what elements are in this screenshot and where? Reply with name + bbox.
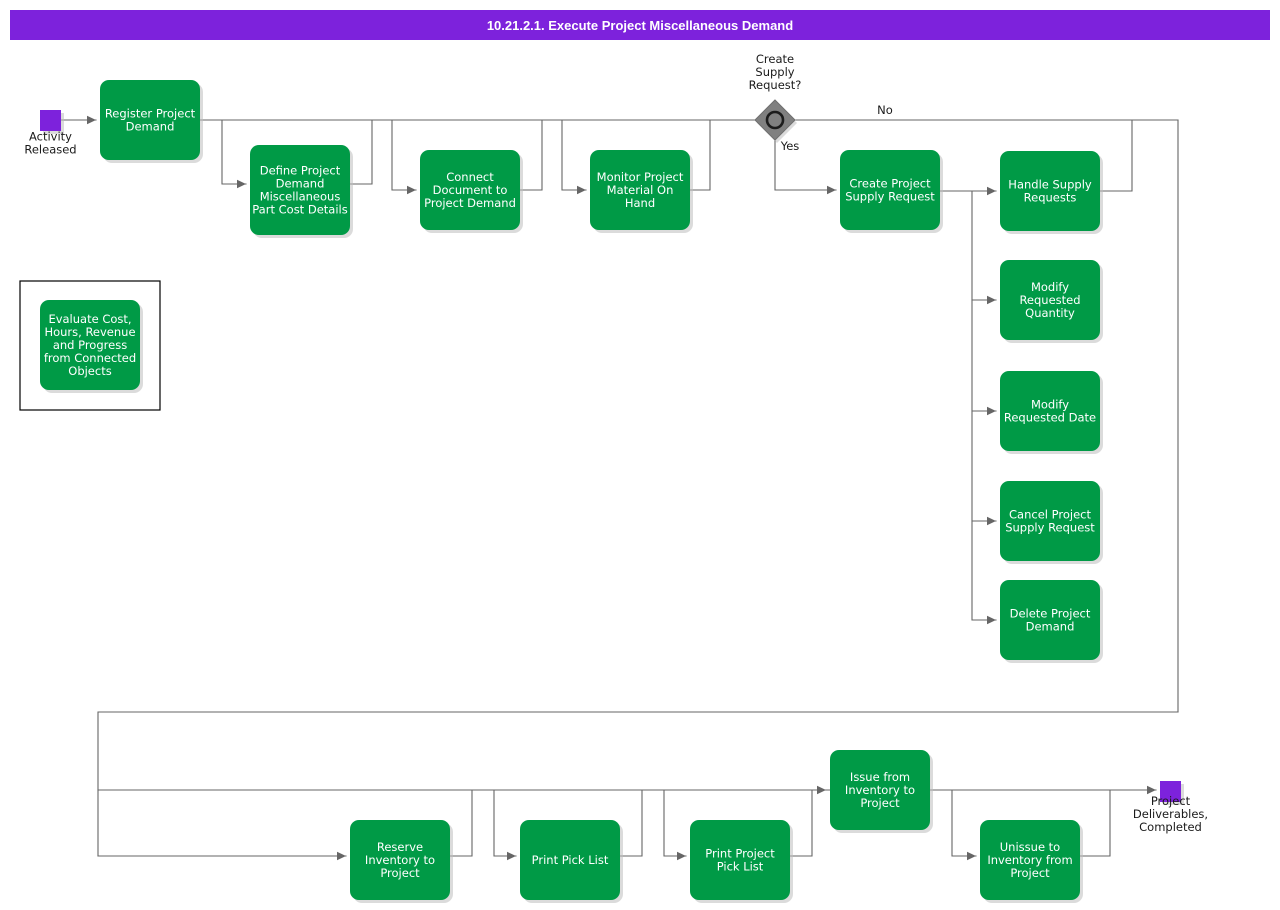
task-box	[40, 300, 140, 390]
arrow-to-modify-qty	[987, 295, 996, 305]
register-to-define	[199, 119, 247, 185]
arrow-to-cancel	[987, 516, 996, 526]
task-box	[1000, 371, 1100, 451]
unissue-return	[1079, 789, 1111, 857]
arrow-to-end-event	[1147, 785, 1156, 795]
task-box	[1000, 481, 1100, 561]
monitor-return	[689, 119, 711, 191]
page-title: 10.21.2.1. Execute Project Miscellaneous…	[486, 17, 794, 33]
task-box	[690, 820, 790, 900]
gateway-branch-label-yes: Yes	[780, 139, 800, 153]
print-pick-in	[493, 789, 517, 857]
unissue-in	[951, 789, 977, 857]
evaluate-group-box	[19, 280, 161, 411]
arrow-to-print-proj	[677, 851, 686, 861]
print-proj-in	[663, 789, 687, 857]
arrow-to-connect	[407, 185, 416, 195]
task-box	[980, 820, 1080, 900]
task-box	[350, 820, 450, 900]
task-label: Print Pick List	[532, 853, 609, 867]
task-box	[1000, 151, 1100, 231]
arrow-to-issue	[817, 785, 826, 795]
define-return	[349, 119, 373, 185]
task-box	[1000, 260, 1100, 340]
task-box	[840, 150, 940, 230]
print-proj-return	[789, 789, 813, 857]
title-bar: 10.21.2.1. Execute Project Miscellaneous…	[10, 10, 1270, 40]
task-box	[830, 750, 930, 830]
task-box	[520, 820, 620, 900]
arrow-to-unissue	[967, 851, 976, 861]
arrow-to-register	[87, 115, 96, 125]
reserve-return	[449, 789, 473, 857]
task-box	[1000, 580, 1100, 660]
arrowhead-layer	[87, 115, 1156, 861]
arrow-to-reserve	[337, 851, 346, 861]
event-box	[40, 110, 61, 131]
print-pick-return	[619, 789, 643, 857]
arrow-to-handle	[987, 186, 996, 196]
arrow-to-monitor	[577, 185, 586, 195]
arrow-to-define	[237, 179, 246, 189]
handle-return-up	[1099, 119, 1133, 192]
task-box	[590, 150, 690, 230]
gw-yes-to-create	[774, 140, 837, 191]
fanout-spine	[971, 190, 997, 621]
arrow-to-create	[827, 185, 836, 195]
gateway-inclusive-ring	[765, 110, 785, 130]
arrow-to-modify-date	[987, 406, 996, 416]
task-box	[100, 80, 200, 160]
monitor-in	[561, 119, 587, 191]
gateway-diamond	[754, 99, 796, 141]
event-box	[1160, 781, 1181, 802]
task-box	[250, 145, 350, 235]
task-print-pick-list[interactable]: Print Pick List	[520, 820, 623, 903]
connect-in	[391, 119, 417, 191]
gateway-branch-label-no: No	[877, 103, 893, 117]
connect-return	[519, 119, 543, 191]
task-box	[420, 150, 520, 230]
arrow-to-delete	[987, 615, 996, 625]
bottom-loop-left	[97, 711, 1179, 857]
arrow-to-print-pick	[507, 851, 516, 861]
